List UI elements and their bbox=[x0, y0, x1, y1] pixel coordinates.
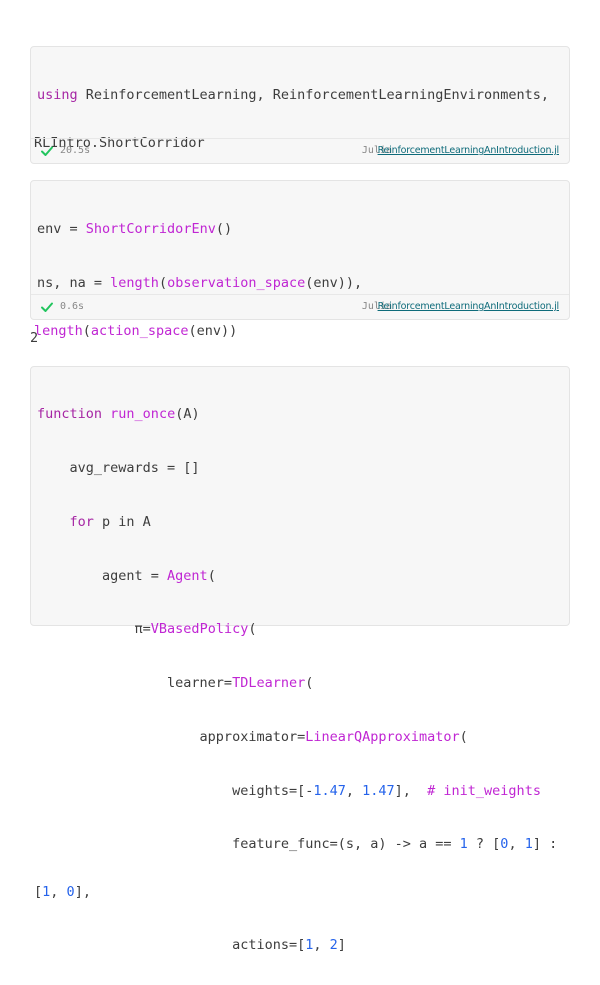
code-token: approximator= bbox=[37, 729, 306, 745]
code-cell-2[interactable]: env = ShortCorridorEnv() ns, na = length… bbox=[30, 180, 570, 447]
code-token: [ bbox=[34, 884, 43, 900]
code-token: (env)) bbox=[188, 323, 238, 339]
code-token: RLIntro.ShortCorridor bbox=[34, 135, 205, 151]
code-token: agent = bbox=[37, 568, 168, 584]
code-token: for bbox=[69, 514, 94, 530]
code-token: feature_func=(s, a) -> a == bbox=[37, 836, 460, 852]
code-token: learner= bbox=[37, 675, 233, 691]
code-token: ShortCorridorEnv bbox=[85, 221, 216, 237]
code-token: ReinforcementLearning, ReinforcementLear… bbox=[77, 87, 550, 103]
code-line: [1, 0], bbox=[34, 884, 563, 905]
code-token: 2 bbox=[329, 937, 338, 953]
code-token: , bbox=[345, 783, 363, 799]
code-token: ] : bbox=[532, 836, 558, 852]
code-token: 1.47 bbox=[313, 783, 346, 799]
code-line: RLIntro.ShortCorridor bbox=[34, 135, 563, 151]
code-token: ? [ bbox=[467, 836, 501, 852]
code-token: # init_weights bbox=[427, 783, 541, 799]
code-token: length bbox=[110, 275, 159, 291]
code-token: action_space bbox=[90, 323, 189, 339]
code-token: ] bbox=[337, 937, 346, 953]
code-token: function bbox=[37, 406, 103, 422]
code-token: 1 bbox=[305, 937, 314, 953]
code-token: ( bbox=[305, 675, 314, 691]
code-token: observation_space bbox=[167, 275, 306, 291]
run-time: 20.5s bbox=[60, 145, 91, 156]
code-line: env = ShortCorridorEnv() bbox=[37, 221, 563, 243]
code-token: ( bbox=[82, 323, 91, 339]
code-editor[interactable]: function run_once(A) avg_rewards = [] fo… bbox=[34, 374, 563, 985]
code-token: 0 bbox=[500, 836, 509, 852]
code-token: , bbox=[508, 836, 525, 852]
code-line: learner=TDLearner( bbox=[37, 675, 563, 697]
code-token: env = bbox=[37, 221, 86, 237]
code-token: (A) bbox=[175, 406, 200, 422]
code-token: ( bbox=[207, 568, 216, 584]
code-token: ( bbox=[248, 621, 257, 637]
code-token: 1 bbox=[42, 884, 51, 900]
code-token bbox=[37, 514, 70, 530]
language-label: Julia bbox=[361, 145, 392, 156]
run-time: 0.6s bbox=[60, 301, 85, 312]
code-editor[interactable]: env = ShortCorridorEnv() ns, na = length… bbox=[34, 189, 563, 479]
code-token: avg_rewards = [] bbox=[37, 460, 200, 476]
cell-footer: 0.6s Julia ReinforcementLearningAnIntrod… bbox=[31, 294, 569, 319]
code-token: 1 bbox=[459, 836, 468, 852]
code-line: agent = Agent( bbox=[37, 568, 563, 589]
code-line: using ReinforcementLearning, Reinforceme… bbox=[37, 87, 563, 103]
code-token: TDLearner bbox=[232, 675, 306, 691]
code-token: VBasedPolicy bbox=[150, 621, 249, 637]
code-token: LinearQApproximator bbox=[305, 729, 460, 745]
code-token: (env)), bbox=[305, 275, 363, 291]
cell-output: 2 bbox=[30, 330, 39, 346]
code-token: 1.47 bbox=[362, 783, 395, 799]
notebook-link[interactable]: ReinforcementLearningAnIntroduction.jl bbox=[377, 301, 560, 312]
code-line: for p in A bbox=[37, 514, 563, 536]
notebook-link[interactable]: ReinforcementLearningAnIntroduction.jl bbox=[377, 145, 560, 156]
code-token: 0 bbox=[66, 884, 75, 900]
cell-footer: 20.5s Julia ReinforcementLearningAnIntro… bbox=[31, 138, 569, 163]
code-token: p in A bbox=[93, 514, 151, 530]
code-token: ns, na = bbox=[37, 275, 111, 291]
code-line: length(action_space(env)) bbox=[34, 323, 563, 339]
code-cell-3[interactable]: function run_once(A) avg_rewards = [] fo… bbox=[30, 366, 570, 953]
code-token: actions=[ bbox=[37, 937, 306, 953]
code-line: approximator=LinearQApproximator( bbox=[37, 729, 563, 751]
code-token: run_once bbox=[110, 406, 176, 422]
code-token: ( bbox=[158, 275, 168, 291]
check-icon bbox=[41, 302, 53, 312]
code-line: weights=[-1.47, 1.47], # init_weights bbox=[37, 783, 563, 804]
code-line: actions=[1, 2] bbox=[37, 937, 563, 953]
code-token: () bbox=[215, 221, 233, 237]
code-token: ], bbox=[394, 783, 428, 799]
code-token bbox=[102, 406, 110, 422]
code-token: π= bbox=[37, 621, 151, 637]
code-token: using bbox=[37, 87, 78, 103]
code-line: function run_once(A) bbox=[37, 406, 563, 428]
code-token: , bbox=[50, 884, 67, 900]
code-token: ( bbox=[459, 729, 468, 745]
code-line: avg_rewards = [] bbox=[37, 460, 563, 482]
code-line: ns, na = length(observation_space(env)), bbox=[37, 275, 563, 291]
code-line: feature_func=(s, a) -> a == 1 ? [0, 1] : bbox=[37, 836, 563, 852]
code-token: length bbox=[34, 323, 83, 339]
check-icon bbox=[41, 146, 53, 156]
code-token: , bbox=[313, 937, 330, 953]
language-label: Julia bbox=[361, 301, 392, 312]
code-cell-1[interactable]: using ReinforcementLearning, Reinforceme… bbox=[30, 46, 570, 291]
code-token: 1 bbox=[524, 836, 533, 852]
code-line: π=VBasedPolicy( bbox=[37, 621, 563, 643]
code-token: ], bbox=[74, 884, 91, 900]
code-token: weights=[- bbox=[37, 783, 314, 799]
code-token: Agent bbox=[167, 568, 208, 584]
